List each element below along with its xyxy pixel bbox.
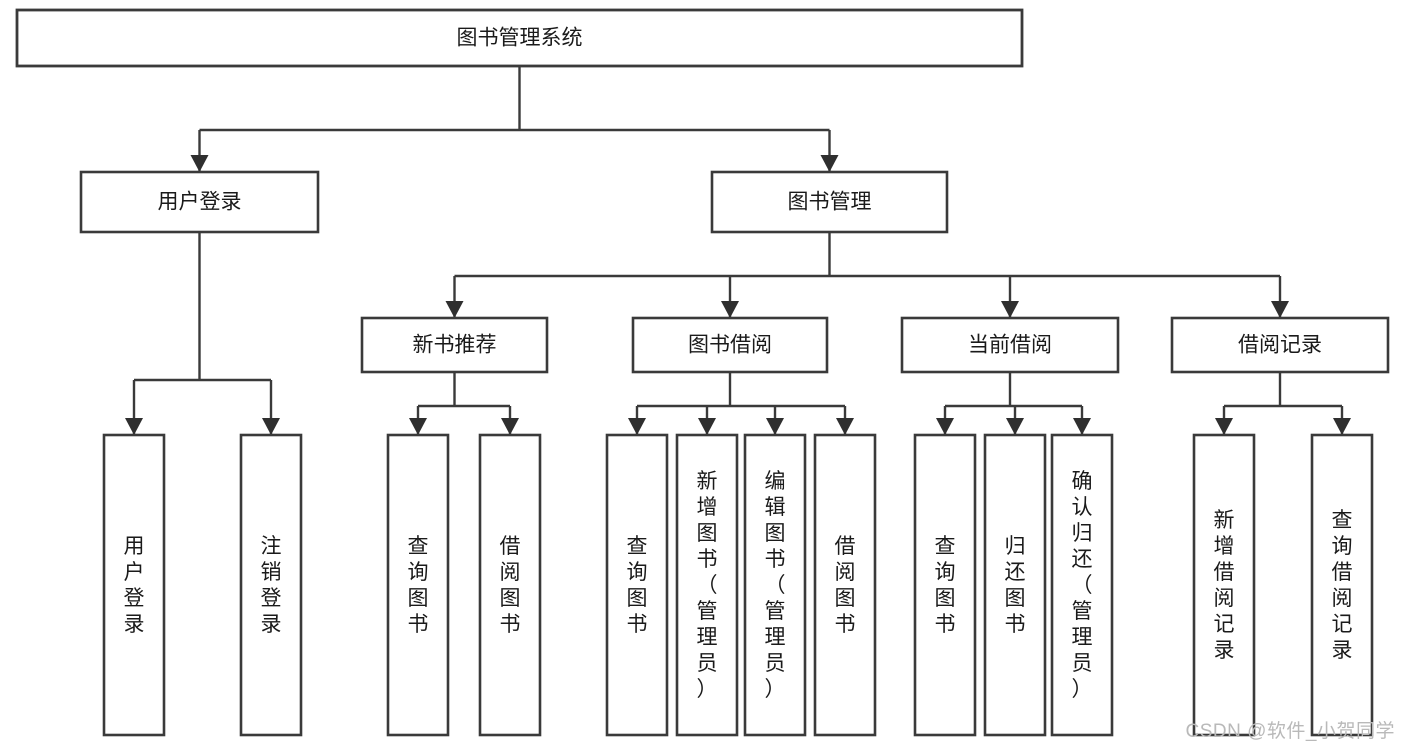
node-label: 查询图书 bbox=[935, 535, 956, 636]
node-box bbox=[386, 433, 450, 737]
node-leaf-6[interactable]: 新增图书（管理员） bbox=[675, 433, 739, 737]
node-label: 查询图书 bbox=[627, 535, 648, 636]
level3-to-leaves-arrow-icon bbox=[1073, 418, 1091, 435]
node-box bbox=[675, 433, 739, 737]
node-box bbox=[102, 433, 166, 737]
node-borrow-record[interactable]: 借阅记录 bbox=[1170, 316, 1390, 374]
level3-to-leaves-arrow-icon bbox=[1006, 418, 1024, 435]
level3-to-leaves-arrow-icon bbox=[936, 418, 954, 435]
user-login-to-leaves-arrow-icon bbox=[125, 418, 143, 435]
node-leaf-7[interactable]: 编辑图书（管理员） bbox=[743, 433, 807, 737]
level3-to-leaves-arrow-icon bbox=[1215, 418, 1233, 435]
node-book-borrow[interactable]: 图书借阅 bbox=[631, 316, 829, 374]
node-layer: 图书管理系统用户登录图书管理新书推荐图书借阅当前借阅借阅记录用户登录注销登录查询… bbox=[15, 8, 1390, 737]
book-mgmt-to-level3-arrow-icon bbox=[445, 301, 464, 318]
level3-to-leaves-arrow-icon bbox=[628, 418, 646, 435]
node-leaf-11[interactable]: 确认归还（管理员） bbox=[1050, 433, 1114, 737]
level3-to-leaves-arrow-icon bbox=[501, 418, 519, 435]
node-label: 查询借阅记录 bbox=[1332, 509, 1353, 662]
level3-to-leaves-arrow-icon bbox=[836, 418, 854, 435]
node-label: 新增借阅记录 bbox=[1214, 509, 1235, 662]
node-box bbox=[605, 433, 669, 737]
node-label: 新书推荐 bbox=[413, 334, 497, 357]
node-label: 借阅记录 bbox=[1238, 334, 1322, 357]
node-box bbox=[813, 433, 877, 737]
node-box bbox=[1192, 433, 1256, 737]
user-login-to-leaves-arrow-icon bbox=[262, 418, 280, 435]
node-label: 借阅图书 bbox=[500, 535, 521, 636]
node-current-borrow[interactable]: 当前借阅 bbox=[900, 316, 1120, 374]
node-leaf-10[interactable]: 归还图书 bbox=[983, 433, 1047, 737]
level3-to-leaves-arrow-icon bbox=[766, 418, 784, 435]
node-box bbox=[1310, 433, 1374, 737]
node-box bbox=[631, 316, 829, 374]
book-mgmt-to-level3-arrow-icon bbox=[721, 301, 739, 318]
node-box bbox=[478, 433, 542, 737]
node-label: 归还图书 bbox=[1005, 535, 1026, 636]
root-to-level2-arrow-icon bbox=[190, 155, 209, 172]
node-leaf-13[interactable]: 查询借阅记录 bbox=[1310, 433, 1374, 737]
node-label: 确认归还（管理员） bbox=[1072, 470, 1093, 701]
node-leaf-4[interactable]: 借阅图书 bbox=[478, 433, 542, 737]
root-to-level2-arrow-icon bbox=[820, 155, 839, 172]
node-leaf-3[interactable]: 查询图书 bbox=[386, 433, 450, 737]
node-new-book-recommend[interactable]: 新书推荐 bbox=[360, 316, 549, 374]
node-root-book-management-system[interactable]: 图书管理系统 bbox=[15, 8, 1024, 68]
node-box bbox=[360, 316, 549, 374]
node-leaf-2[interactable]: 注销登录 bbox=[239, 433, 303, 737]
node-box bbox=[913, 433, 977, 737]
connector-layer bbox=[125, 66, 1351, 435]
node-label: 用户登录 bbox=[158, 191, 242, 214]
node-box bbox=[900, 316, 1120, 374]
node-label: 图书管理 bbox=[788, 191, 872, 214]
level3-to-leaves-arrow-icon bbox=[409, 418, 427, 435]
node-box bbox=[710, 170, 949, 234]
node-box bbox=[743, 433, 807, 737]
node-leaf-1[interactable]: 用户登录 bbox=[102, 433, 166, 737]
node-user-login[interactable]: 用户登录 bbox=[79, 170, 320, 234]
node-leaf-9[interactable]: 查询图书 bbox=[913, 433, 977, 737]
node-leaf-5[interactable]: 查询图书 bbox=[605, 433, 669, 737]
node-leaf-12[interactable]: 新增借阅记录 bbox=[1192, 433, 1256, 737]
node-book-management[interactable]: 图书管理 bbox=[710, 170, 949, 234]
node-label: 新增图书（管理员） bbox=[697, 470, 718, 701]
node-box bbox=[15, 8, 1024, 68]
node-box bbox=[1170, 316, 1390, 374]
node-box bbox=[1050, 433, 1114, 737]
node-label: 用户登录 bbox=[124, 535, 145, 636]
node-label: 借阅图书 bbox=[835, 535, 856, 636]
node-leaf-8[interactable]: 借阅图书 bbox=[813, 433, 877, 737]
node-label: 图书借阅 bbox=[688, 334, 772, 357]
node-box bbox=[239, 433, 303, 737]
node-label: 图书管理系统 bbox=[457, 27, 583, 50]
node-box bbox=[983, 433, 1047, 737]
level3-to-leaves-arrow-icon bbox=[698, 418, 716, 435]
node-label: 编辑图书（管理员） bbox=[765, 470, 786, 701]
node-label: 查询图书 bbox=[408, 535, 429, 636]
book-mgmt-to-level3-arrow-icon bbox=[1271, 301, 1289, 318]
node-label: 当前借阅 bbox=[968, 334, 1052, 357]
book-mgmt-to-level3-arrow-icon bbox=[1001, 301, 1019, 318]
level3-to-leaves-arrow-icon bbox=[1333, 418, 1351, 435]
node-label: 注销登录 bbox=[261, 535, 282, 636]
node-box bbox=[79, 170, 320, 234]
